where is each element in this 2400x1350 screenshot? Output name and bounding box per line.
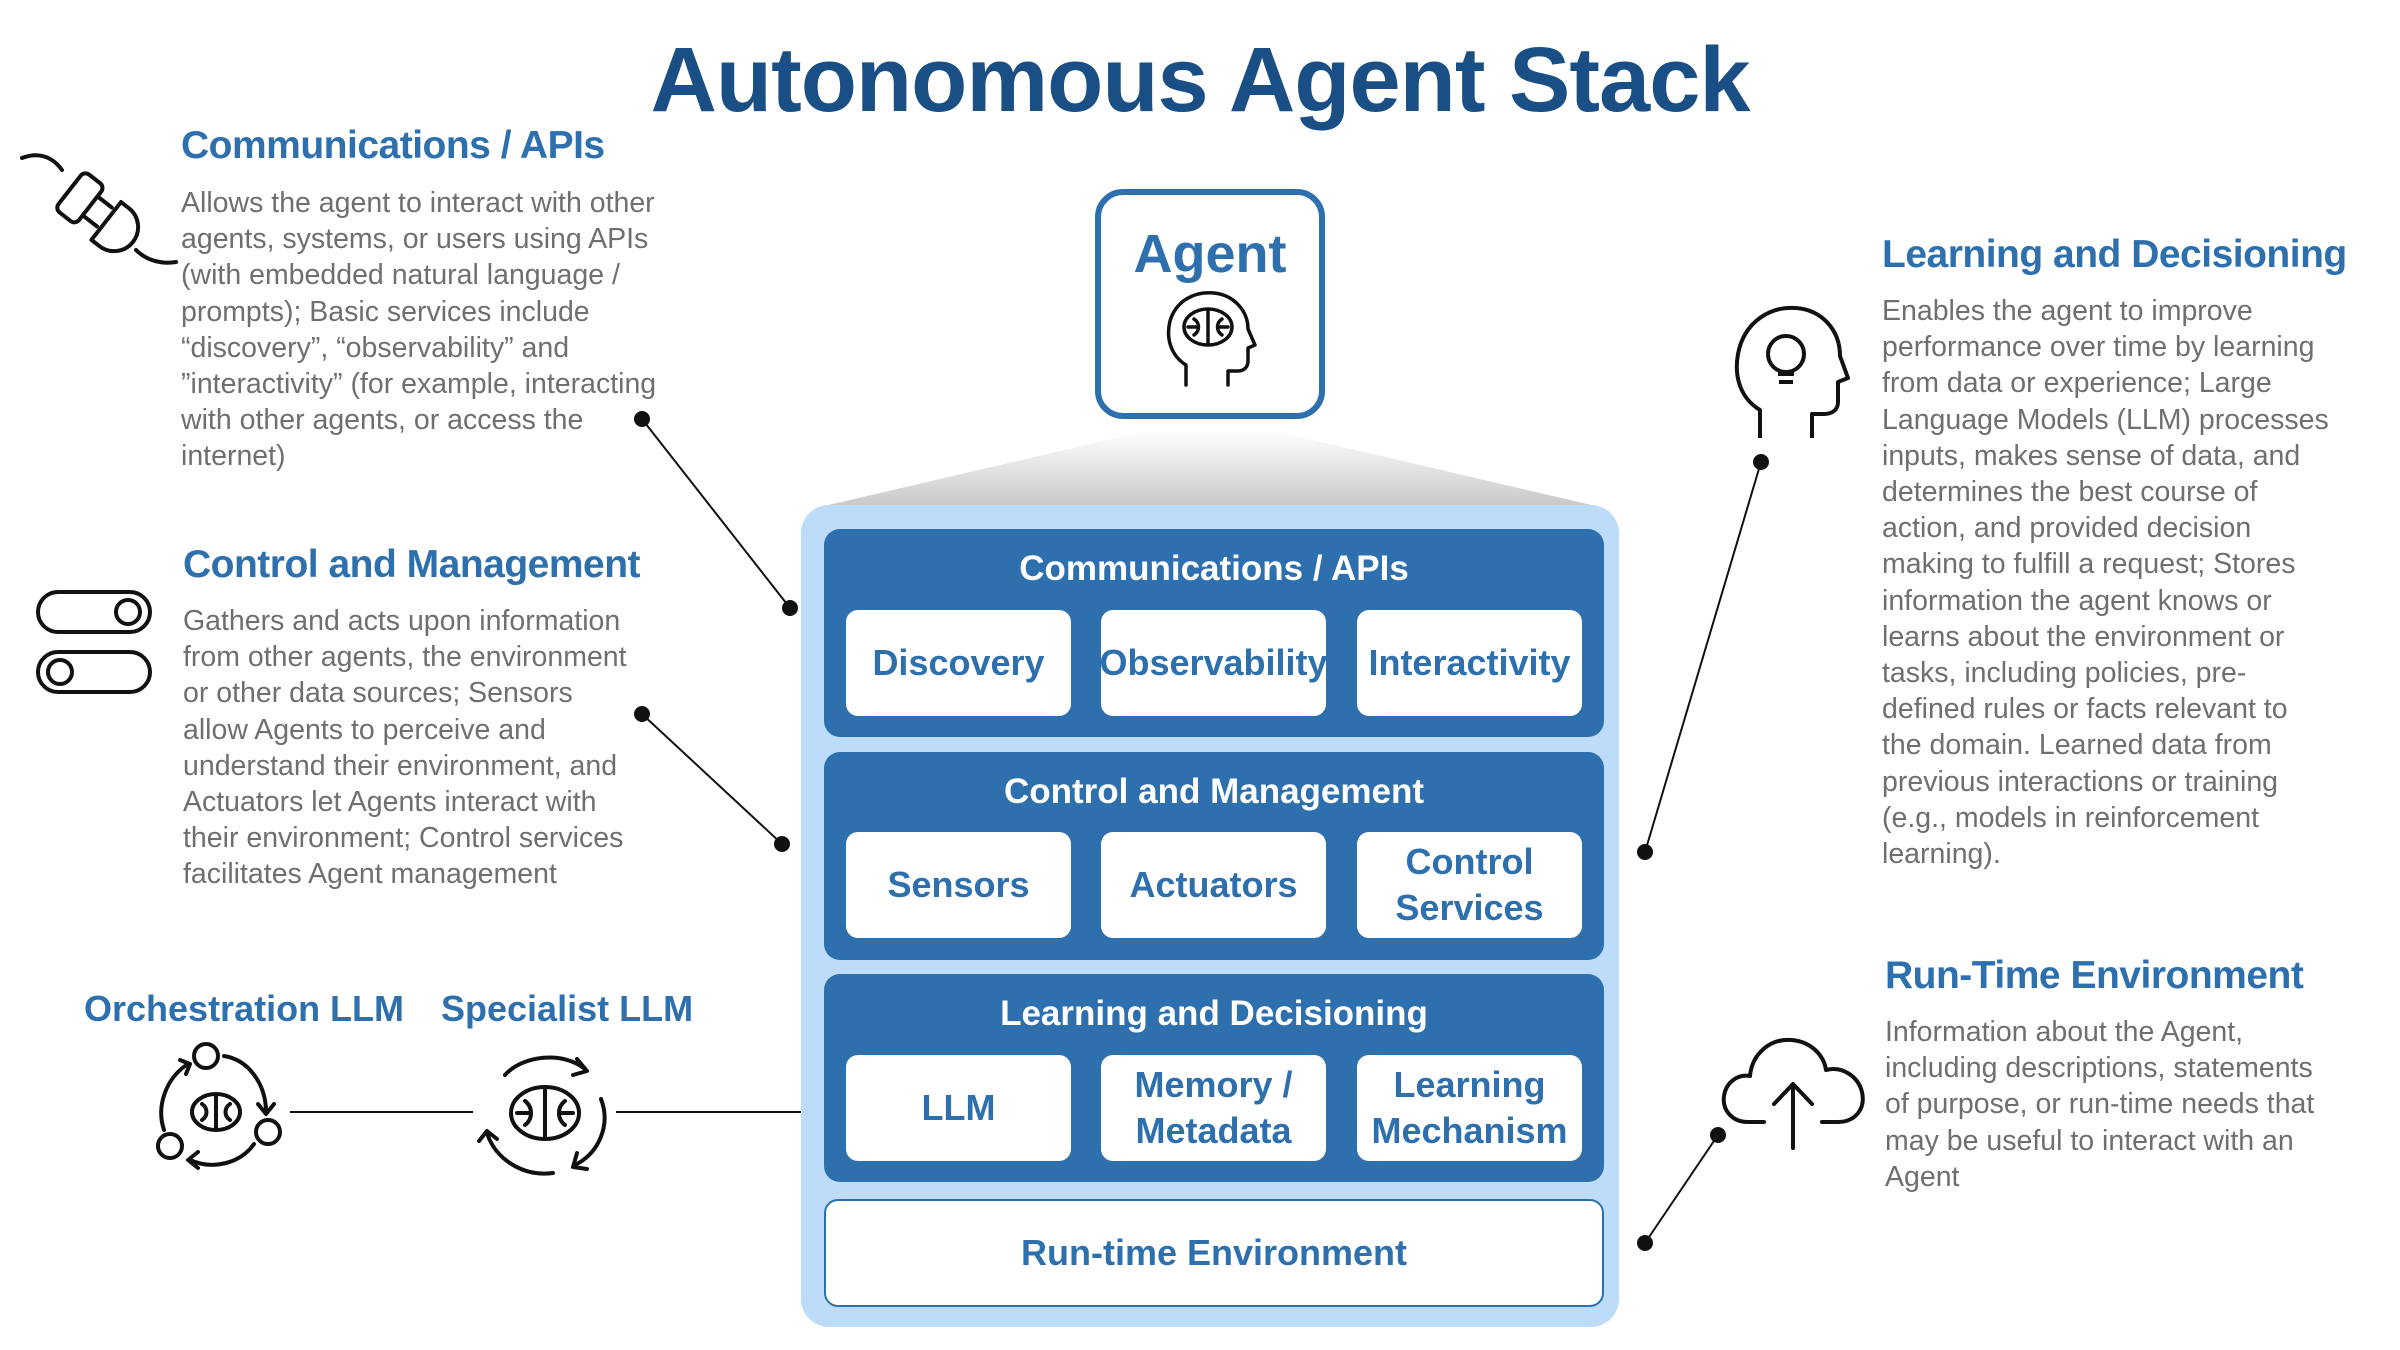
control-line: from other agents, the environment — [183, 641, 627, 674]
runtime-heading: Run-Time Environment — [1885, 954, 2304, 997]
control-line: facilitates Agent management — [183, 858, 557, 891]
control-line: their environment; Control services — [183, 822, 624, 855]
chip-label-line: Memory / — [1134, 1064, 1293, 1105]
runtime-environment-box[interactable]: Run-time Environment — [824, 1199, 1604, 1307]
chip-sensors[interactable]: Sensors — [846, 832, 1071, 938]
toggle-switches-icon — [34, 586, 156, 703]
chip-learning-mechanism[interactable]: Learning Mechanism — [1357, 1055, 1582, 1161]
comms-line: internet) — [181, 440, 286, 473]
chip-label: Interactivity — [1368, 642, 1571, 683]
runtime-description: Information about the Agent, including d… — [1885, 1014, 2390, 1195]
orchestration-cycle-icon — [150, 1040, 290, 1185]
learning-line: defined rules or facts relevant to — [1882, 693, 2288, 726]
chip-discovery[interactable]: Discovery — [846, 610, 1071, 716]
learning-line: performance over time by learning — [1882, 331, 2315, 364]
chip-label: Sensors — [887, 864, 1030, 905]
comms-line: ”interactivity” (for example, interactin… — [181, 368, 657, 401]
chip-label-line: Services — [1395, 887, 1544, 928]
control-line: allow Agents to perceive and — [183, 713, 546, 746]
chip-llm[interactable]: LLM — [846, 1055, 1071, 1161]
chip-label: Observability — [1099, 642, 1328, 683]
learning-line: determines the best course of — [1882, 476, 2258, 509]
control-description: Gathers and acts upon information from o… — [183, 603, 683, 893]
runtime-line: Information about the Agent, — [1885, 1016, 2244, 1048]
brain-head-icon — [1101, 289, 1319, 394]
learning-line: from data or experience; Large — [1882, 367, 2272, 400]
learning-line: Enables the agent to improve — [1882, 295, 2253, 327]
learning-line: learning). — [1882, 838, 2001, 871]
lightbulb-head-icon — [1730, 302, 1850, 447]
comms-line: Allows the agent to interact with other — [181, 187, 655, 219]
chip-label-line: Metadata — [1135, 1110, 1292, 1151]
orchestration-llm-label: Orchestration LLM — [84, 988, 405, 1029]
learning-line: making to fulfill a request; Stores — [1882, 548, 2296, 581]
layer-communications: Communications / APIs Discovery Observab… — [824, 529, 1604, 737]
chip-interactivity[interactable]: Interactivity — [1357, 610, 1582, 716]
specialist-llm-label: Specialist LLM — [441, 988, 694, 1029]
learning-line: Language Models (LLM) processes — [1882, 403, 2329, 436]
comms-line: agents, systems, or users using APIs — [181, 223, 649, 256]
layer-control: Control and Management Sensors Actuators… — [824, 752, 1604, 960]
comms-line: prompts); Basic services include — [181, 295, 590, 328]
runtime-line: of purpose, or run-time needs that — [1885, 1088, 2315, 1121]
chip-control-services[interactable]: Control Services — [1357, 832, 1582, 938]
runtime-line: including descriptions, statements — [1885, 1052, 2313, 1085]
control-heading: Control and Management — [183, 543, 641, 586]
comms-line: with other agents, or access the — [181, 404, 584, 437]
chip-memory-metadata[interactable]: Memory / Metadata — [1101, 1055, 1326, 1161]
comms-description: Allows the agent to interact with other … — [181, 185, 701, 475]
runtime-label: Run-time Environment — [1020, 1232, 1407, 1273]
learning-line: tasks, including policies, pre- — [1882, 657, 2247, 690]
chip-label: Actuators — [1129, 864, 1298, 905]
control-line: or other data sources; Sensors — [183, 677, 573, 710]
learning-line: action, and provided decision — [1882, 512, 2252, 545]
page-title: Autonomous Agent Stack — [650, 29, 1750, 131]
learning-line: learns about the environment or — [1882, 620, 2285, 653]
layer-title: Control and Management — [1003, 772, 1425, 811]
chip-label: Discovery — [872, 642, 1045, 683]
chip-label-line: Mechanism — [1371, 1110, 1568, 1151]
layer-learning: Learning and Decisioning LLM Memory / Me… — [824, 974, 1604, 1182]
layer-title: Communications / APIs — [1019, 549, 1409, 588]
control-line: understand their environment, and — [183, 749, 618, 782]
cloud-upload-icon — [1718, 1030, 1868, 1155]
learning-line: the domain. Learned data from — [1882, 729, 2272, 762]
control-line: Gathers and acts upon information — [183, 605, 621, 637]
layer-title: Learning and Decisioning — [1000, 994, 1428, 1033]
chip-label-line: Learning — [1393, 1064, 1546, 1105]
chip-label-line: Control — [1405, 841, 1534, 882]
agent-projection-shape — [820, 430, 1600, 507]
learning-line: information the agent knows or — [1882, 584, 2272, 617]
learning-heading: Learning and Decisioning — [1882, 233, 2347, 276]
learning-connector-line — [1644, 461, 1762, 853]
runtime-line: Agent — [1885, 1160, 1960, 1193]
comms-line: “discovery”, “observability” and — [181, 331, 570, 364]
learning-description: Enables the agent to improve performance… — [1882, 293, 2387, 872]
agent-label: Agent — [1133, 224, 1287, 284]
comms-heading: Communications / APIs — [181, 124, 605, 167]
comms-connector-line — [641, 418, 791, 609]
runtime-line: may be useful to interact with an — [1885, 1124, 2294, 1157]
learning-line: inputs, makes sense of data, and — [1882, 439, 2301, 472]
learning-line: (e.g., models in reinforcement — [1882, 801, 2259, 834]
plug-icon — [18, 150, 178, 275]
chip-observability[interactable]: Observability — [1099, 610, 1328, 716]
chip-actuators[interactable]: Actuators — [1101, 832, 1326, 938]
agent-box: Agent — [1095, 189, 1325, 419]
control-connector-line — [641, 713, 783, 845]
comms-line: (with embedded natural language / — [181, 259, 620, 292]
learning-line: previous interactions or training — [1882, 765, 2279, 798]
runtime-connector-line — [1644, 1134, 1719, 1244]
chip-label: LLM — [921, 1087, 996, 1128]
control-line: Actuators let Agents interact with — [183, 786, 597, 819]
specialist-brain-cycle-icon — [473, 1045, 616, 1184]
